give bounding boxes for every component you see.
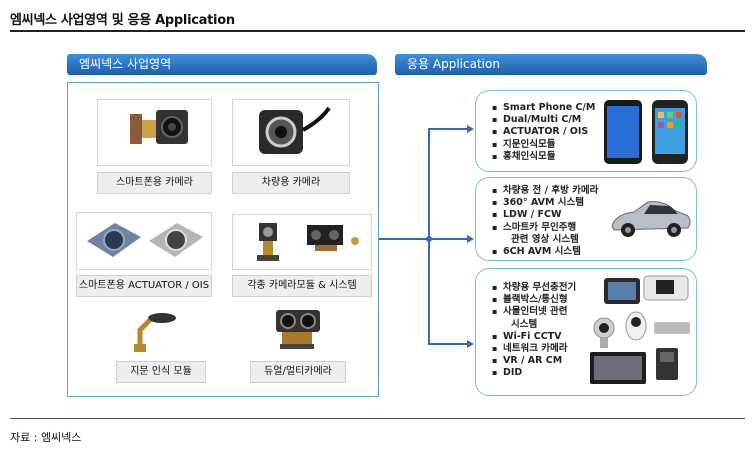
app-item: Smart Phone C/M [492,102,595,114]
app-item: 6CH AVM 시스템 [492,246,598,258]
actuator-card [76,212,212,270]
smartphone-camera-card [97,99,212,166]
camera-modules-image [257,223,359,261]
actuator-image [87,223,203,257]
camera-modules-card [232,214,372,270]
smartphone-camera-image [130,110,188,144]
arrow-2 [467,235,474,243]
app-item: 네트워크 카메라 [492,343,576,355]
connector-horizontal [379,238,429,240]
business-label-2: 차량용 카메라 [232,172,350,194]
footer-divider [10,418,745,419]
app-item: 홍채인식모듈 [492,151,595,163]
car-image [611,201,691,237]
app-item: 스마트카 무인주행 [492,222,598,234]
business-label-1: 스마트폰용 카메라 [97,172,212,194]
page-title: 엠씨넥스 사업영역 및 응용 Application [10,13,235,28]
application-header: 응용 Application [395,54,707,75]
business-label-6: 듀얼/멀티카메라 [250,361,346,383]
vehicle-camera-card [232,99,350,166]
app-list-2: 차량용 전 / 후방 카메라 360° AVM 시스템 LDW / FCW 스마… [492,185,598,258]
connector-branch-3 [428,343,468,345]
app-item: ACTUATOR / OIS [492,126,595,138]
business-label-5: 지문 인식 모듈 [116,361,206,383]
source-note: 자료 : 엠씨넥스 [10,431,82,444]
app-item: Dual/Multi C/M [492,114,595,126]
iot-devices-image [590,275,690,384]
business-header: 엠씨넥스 사업영역 [67,54,377,75]
arrow-3 [467,340,474,348]
connector-vertical [428,128,430,344]
app-item: 차량용 전 / 후방 카메라 [492,185,598,197]
fingerprint-card [116,306,206,356]
title-divider [10,30,745,32]
app-item: Wi-Fi CCTV [492,331,576,343]
business-label-4: 각종 카메라모듈 & 시스템 [232,275,372,297]
app-list-3: 차량용 무선충전기 블랙박스/통신형 사물인터넷 관련 시스템 Wi-Fi CC… [492,282,576,380]
dual-camera-image [276,310,320,349]
app-item: 관련 영상 시스템 [511,233,579,245]
app-list-1: Smart Phone C/M Dual/Multi C/M ACTUATOR … [492,102,595,163]
dual-camera-card [262,304,334,356]
app-item: LDW / FCW [492,209,598,221]
app-item: 사물인터넷 관련 [492,306,576,318]
connector-branch-1 [428,128,468,130]
fingerprint-image [134,313,176,352]
app-item: VR / AR CM [492,355,576,367]
smartphones-image [604,100,688,164]
app-item: 지문인식모듈 [492,139,595,151]
app-item: 블랙박스/통신형 [492,294,576,306]
app-item: DID [492,367,576,379]
app-item: 360° AVM 시스템 [492,197,598,209]
vehicle-camera-image [259,106,331,154]
app-item: 시스템 [511,318,538,330]
app-item: 차량용 무선충전기 [492,282,576,294]
arrow-1 [467,125,474,133]
business-label-3: 스마트폰용 ACTUATOR / OIS [76,275,212,297]
connector-branch-2 [428,238,468,240]
